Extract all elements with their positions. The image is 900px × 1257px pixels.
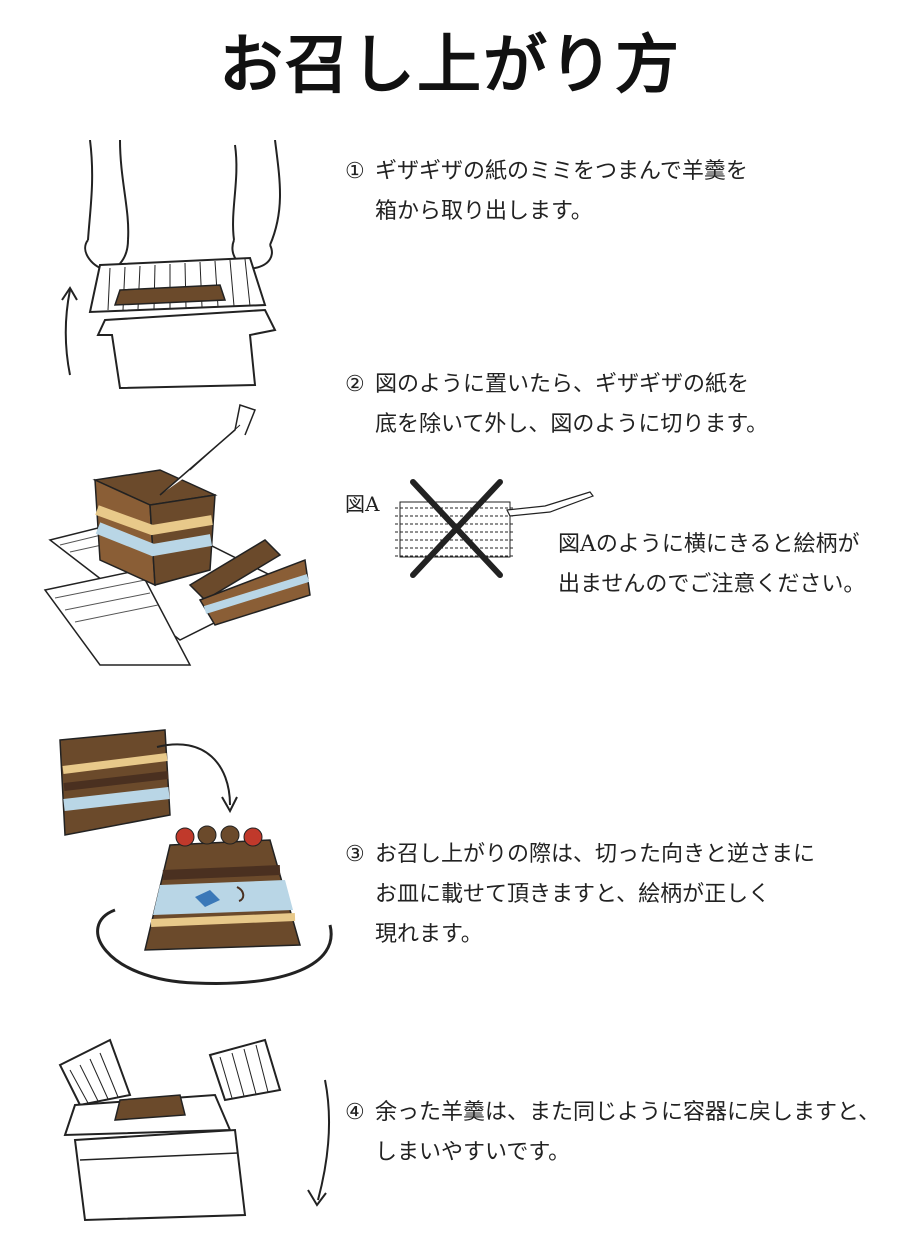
step-2: ② 図のように置いたら、ギザギザの紙を 底を除いて外し、図のように切ります。: [345, 365, 768, 445]
step-3-number: ③: [345, 842, 365, 867]
step-3-line-3: 現れます。: [375, 922, 483, 947]
step-1-line-2: 箱から取り出します。: [375, 199, 593, 224]
figure-a-note-line-1: 図Aのように横にきると絵柄が: [558, 532, 860, 557]
yokan-cut-illustration: [40, 400, 330, 670]
figure-a-note-line-2: 出ませんのでご注意ください。: [558, 572, 866, 597]
figure-a-note: 図Aのように横にきると絵柄が 出ませんのでご注意ください。: [558, 525, 865, 605]
step-3: ③ お召し上がりの際は、切った向きと逆さまに お皿に載せて頂きますと、絵柄が正しく…: [345, 835, 815, 955]
step-2-line-1: 図のように置いたら、ギザギザの紙を: [375, 372, 750, 397]
down-arrow-icon: [317, 1079, 330, 1201]
figure-a-label: 図A: [345, 492, 380, 516]
step-2-line-2: 底を除いて外し、図のように切ります。: [375, 412, 769, 437]
step-4-line-1: 余った羊羹は、また同じように容器に戻しますと、: [375, 1100, 881, 1125]
step-1-line-1: ギザギザの紙のミミをつまんで羊羹を: [375, 159, 748, 184]
flip-arrow-icon: [156, 743, 231, 806]
plated-yokan-illustration: [45, 725, 335, 995]
step-4-line-2: しまいやすいです。: [375, 1140, 571, 1165]
return-box-illustration: [50, 1035, 340, 1225]
page-title: お召し上がり方: [219, 29, 681, 103]
step-4: ④ 余った羊羹は、また同じように容器に戻しますと、 しまいやすいです。: [345, 1093, 880, 1173]
hands-lifting-box-illustration: [50, 140, 310, 390]
x-cross-icon: [410, 479, 503, 578]
step-2-number: ②: [345, 372, 365, 397]
step-4-number: ④: [345, 1100, 365, 1125]
step-1: ① ギザギザの紙のミミをつまんで羊羹を 箱から取り出します。: [345, 152, 748, 232]
step-3-line-2: お皿に載せて頂きますと、絵柄が正しく: [375, 882, 771, 907]
step-1-number: ①: [345, 159, 365, 184]
step-3-line-1: お召し上がりの際は、切った向きと逆さまに: [375, 842, 816, 867]
figure-a-diagram: [395, 470, 600, 585]
knife-icon: [506, 491, 594, 517]
